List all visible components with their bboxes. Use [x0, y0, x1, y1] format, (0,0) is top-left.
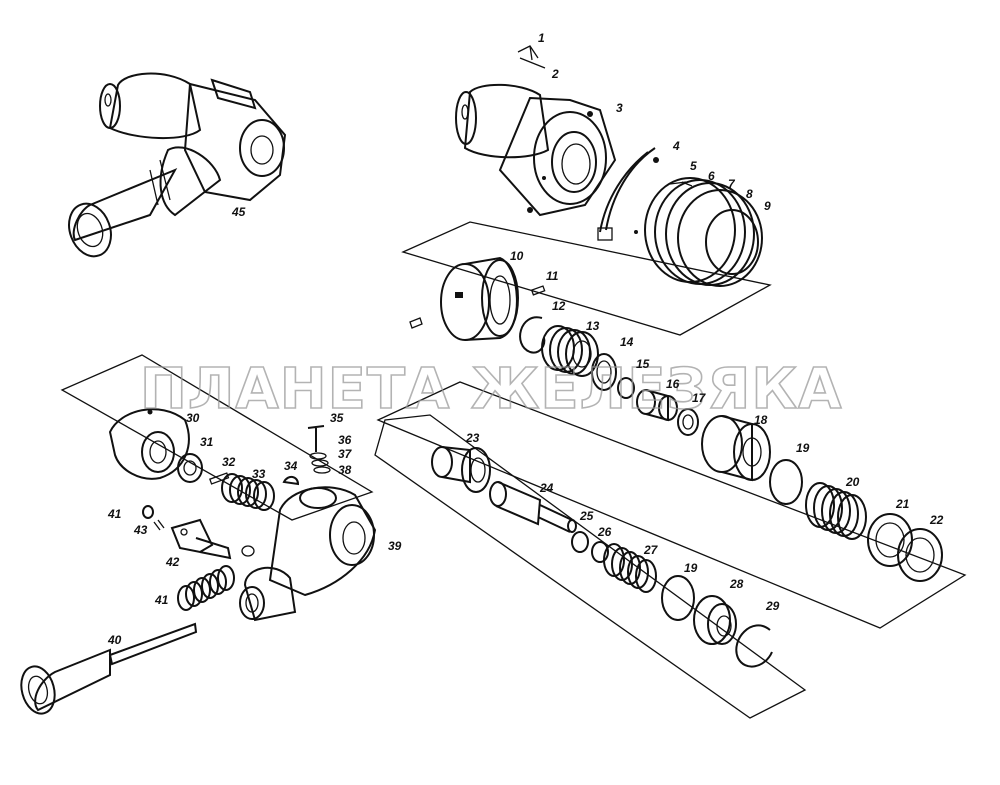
rings-5-9 — [644, 177, 763, 287]
callout-27: 27 — [643, 543, 659, 557]
callout-39: 39 — [388, 539, 402, 553]
spring-20 — [805, 482, 867, 540]
callout-23: 23 — [465, 431, 480, 445]
callout-8: 8 — [746, 187, 753, 201]
bush-16 — [636, 389, 678, 422]
callout-3: 3 — [616, 101, 623, 115]
lever-42 — [170, 518, 232, 560]
watermark-text: ПЛАНЕТА ЖЕЛЕЗЯКА — [140, 357, 842, 422]
callout-15: 15 — [636, 357, 650, 371]
spring-33 — [221, 473, 275, 511]
callout-14: 14 — [620, 335, 634, 349]
assembly-plane-middle — [376, 381, 967, 629]
cover-30 — [108, 408, 190, 480]
snap-ring-29 — [735, 624, 773, 668]
valve-body-18 — [701, 415, 771, 482]
pin-11 — [530, 285, 546, 296]
callout-21: 21 — [895, 497, 910, 511]
callout-30: 30 — [186, 411, 200, 425]
callout-35: 35 — [330, 411, 344, 425]
assembly-plane-upper — [401, 221, 772, 336]
callout-31: 31 — [200, 435, 214, 449]
o-ring-15 — [617, 377, 635, 399]
callout-20: 20 — [845, 475, 860, 489]
ring-14 — [591, 353, 617, 391]
callout-4: 4 — [672, 139, 680, 153]
callout-32: 32 — [222, 455, 236, 469]
cap-34 — [282, 476, 300, 486]
callout-16: 16 — [666, 377, 680, 391]
callout-12: 12 — [552, 299, 566, 313]
housing-3 — [455, 83, 617, 217]
callout-9: 9 — [764, 199, 771, 213]
callout-5: 5 — [690, 159, 697, 173]
callout-24: 24 — [539, 481, 554, 495]
cap-23 — [431, 446, 491, 493]
callout-26: 26 — [597, 525, 612, 539]
screw-35-38 — [307, 425, 331, 474]
o-ring-19-upper — [769, 459, 803, 505]
piston-10 — [409, 256, 519, 341]
retaining-clip-4 — [597, 147, 659, 241]
callout-2: 2 — [551, 67, 559, 81]
washer-31 — [177, 453, 203, 483]
callout-28: 28 — [729, 577, 744, 591]
callout-37: 37 — [338, 447, 353, 461]
callout-41-upper: 41 — [107, 507, 122, 521]
callout-6: 6 — [708, 169, 715, 183]
pin-1-2 — [517, 45, 546, 69]
handle-40 — [20, 622, 198, 715]
spring-13 — [541, 325, 599, 377]
housing-39 — [239, 486, 377, 622]
o-ring-19-lower — [661, 575, 695, 621]
callout-19-upper: 19 — [796, 441, 810, 455]
callout-11: 11 — [546, 269, 559, 283]
callout-18: 18 — [754, 413, 768, 427]
callout-33: 33 — [252, 467, 266, 481]
callout-41-lower: 41 — [154, 593, 169, 607]
assembled-valve-45 — [68, 72, 287, 258]
ring-41-upper — [142, 505, 154, 519]
washer-21 — [867, 513, 913, 567]
callout-7: 7 — [728, 177, 736, 191]
callout-22: 22 — [929, 513, 944, 527]
callout-1: 1 — [538, 31, 545, 45]
callout-34: 34 — [284, 459, 298, 473]
plug-28 — [693, 595, 737, 645]
callout-40: 40 — [107, 633, 122, 647]
callout-42: 42 — [165, 555, 180, 569]
callout-13: 13 — [586, 319, 600, 333]
callout-10: 10 — [510, 249, 524, 263]
callout-38: 38 — [338, 463, 352, 477]
callout-29: 29 — [765, 599, 780, 613]
callout-19-lower: 19 — [684, 561, 698, 575]
callout-43: 43 — [133, 523, 148, 537]
spring-41-lower — [177, 565, 235, 611]
washer-17 — [677, 408, 699, 436]
washer-22 — [897, 528, 943, 582]
pin-43 — [153, 519, 165, 531]
assembly-plane-lower — [374, 414, 807, 719]
callout-45: 45 — [231, 205, 246, 219]
snap-ring-12 — [519, 316, 546, 354]
spring-27 — [603, 543, 657, 593]
o-ring-26 — [591, 541, 609, 563]
callout-17: 17 — [692, 391, 707, 405]
callout-labels: 1 2 3 4 5 6 7 8 9 10 11 12 13 14 15 16 1… — [107, 31, 944, 647]
stem-24 — [489, 481, 577, 533]
callout-25: 25 — [579, 509, 594, 523]
callout-36: 36 — [338, 433, 352, 447]
washer-25 — [571, 531, 589, 553]
